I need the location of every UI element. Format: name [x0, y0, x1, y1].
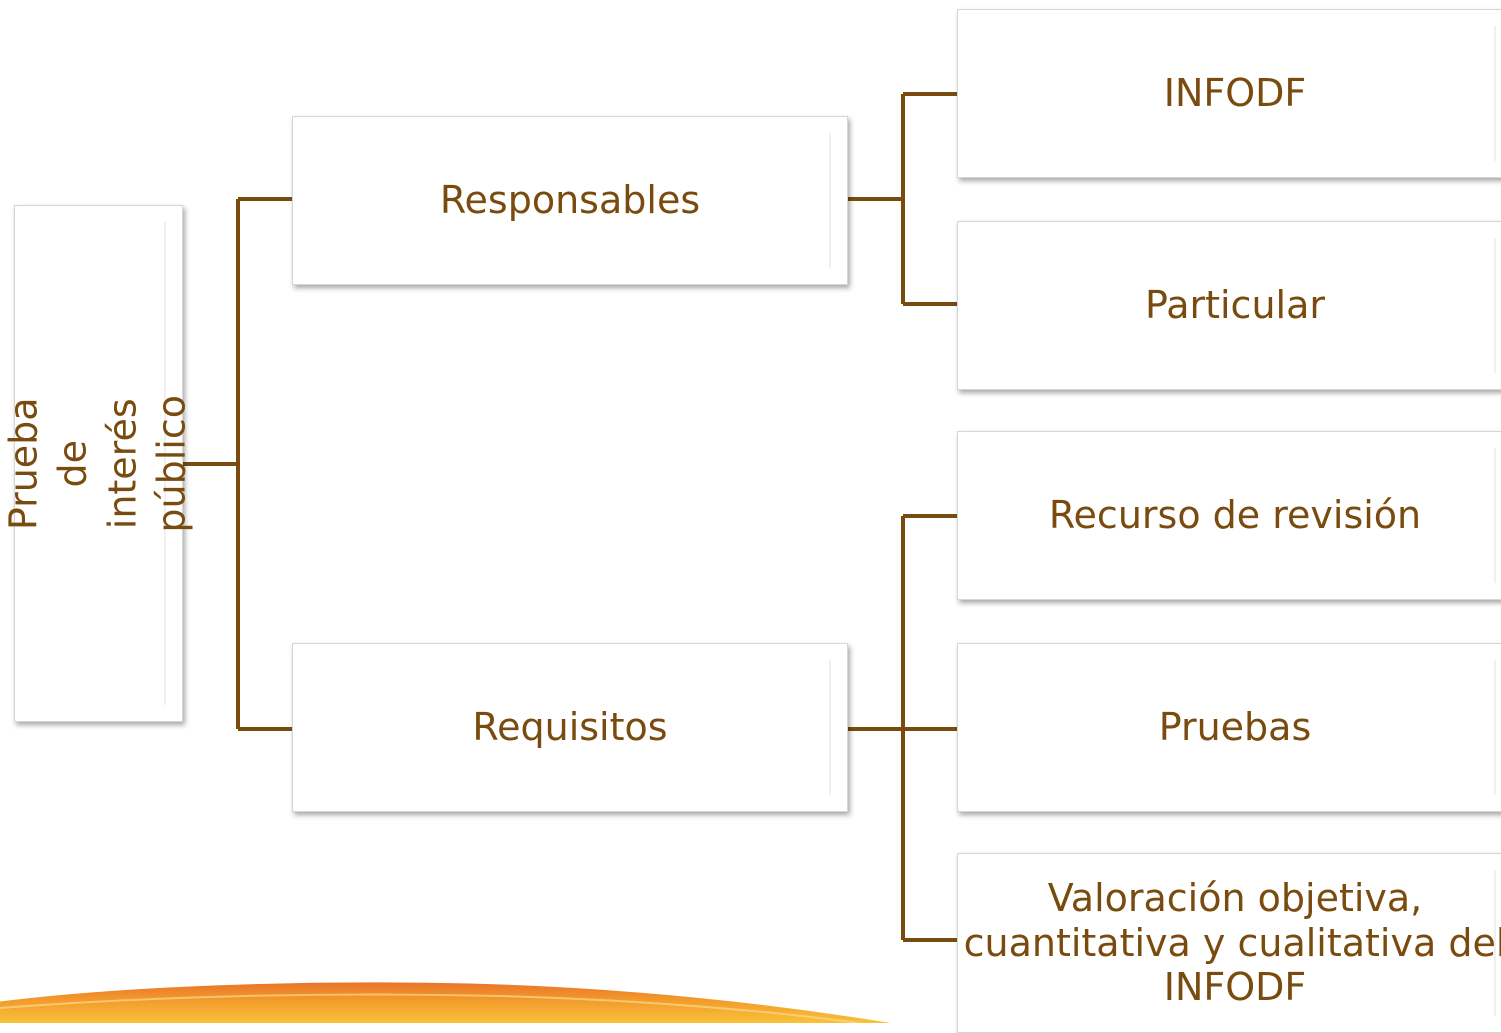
node-infodf-label: INFODF: [1163, 71, 1307, 116]
node-requisitos-label: Requisitos: [472, 705, 668, 750]
node-recurso-de-revision: Recurso de revisión: [957, 431, 1501, 600]
root-node-label: Prueba de interés público: [0, 380, 197, 547]
root-node: Prueba de interés público: [2, 205, 194, 722]
node-responsables-label: Responsables: [439, 178, 701, 223]
node-recurso-de-revision-label: Recurso de revisión: [1048, 493, 1422, 538]
node-infodf: INFODF: [957, 9, 1501, 178]
node-particular-label: Particular: [1144, 283, 1326, 328]
node-pruebas-label: Pruebas: [1158, 705, 1312, 750]
root-node-line1: Prueba de interés: [1, 397, 145, 530]
node-requisitos: Requisitos: [292, 643, 848, 812]
node-particular: Particular: [957, 221, 1501, 390]
node-responsables: Responsables: [292, 116, 848, 285]
node-valoracion: Valoración objetiva, cuantitativa y cual…: [957, 853, 1501, 1033]
node-pruebas: Pruebas: [957, 643, 1501, 812]
node-valoracion-label: Valoración objetiva, cuantitativa y cual…: [963, 875, 1501, 1010]
root-node-line2: público: [149, 394, 194, 533]
